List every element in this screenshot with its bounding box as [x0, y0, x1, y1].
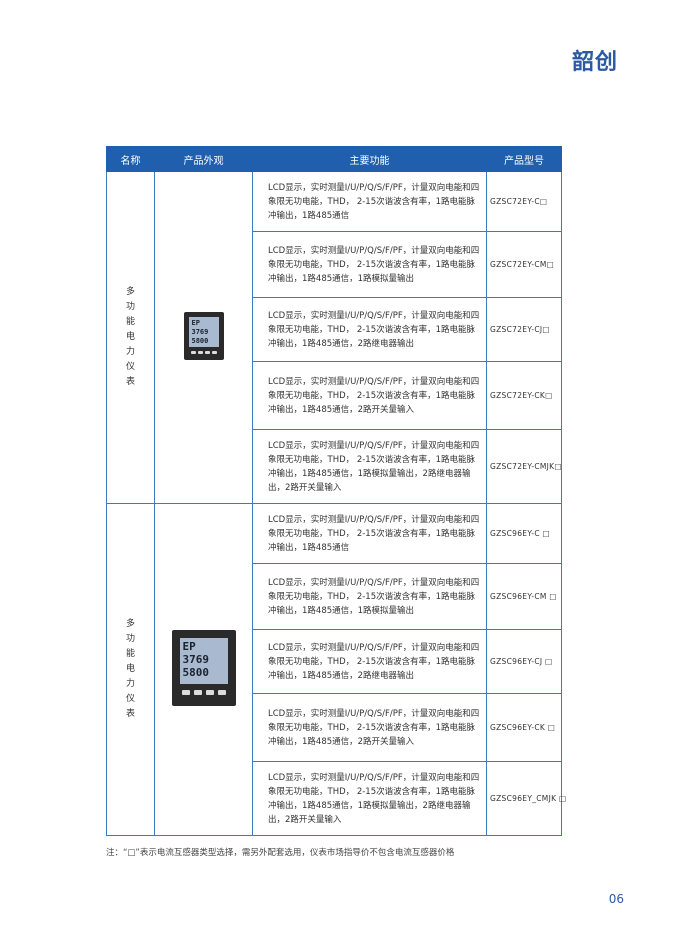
model-cell: GZSC96EY-C □ [486, 503, 562, 564]
product-name-char: 多 [125, 287, 135, 297]
brand-logo-text: 韶创 [571, 50, 618, 75]
table-row: LCD显示，实时测量I/U/P/Q/S/F/PF，计量双向电能和四象限无功电能，… [107, 297, 562, 362]
header-name: 名称 [106, 146, 155, 172]
model-cell: GZSC96EY_CMJK □ [486, 761, 566, 836]
product-name-cell: 多功能电力仪表 [106, 171, 155, 504]
function-cell: LCD显示，实时测量I/U/P/Q/S/F/PF，计量双向电能和四象限无功电能，… [252, 761, 487, 836]
lcd-reading: 5800 [191, 337, 209, 345]
model-cell: GZSC72EY-CM□ [486, 231, 562, 298]
page-number: 06 [608, 892, 624, 906]
model-cell: GZSC72EY-CMJK□ [486, 429, 562, 504]
product-name-char: 能 [125, 649, 135, 659]
model-cell: GZSC72EY-CK□ [486, 361, 562, 430]
footnote: 注：“□”表示电流互感器类型选择，需另外配套选用，仪表市场指导价不包含电流互感器… [106, 848, 455, 858]
product-name-char: 表 [125, 377, 135, 387]
meter-button [204, 351, 210, 354]
function-cell: LCD显示，实时测量I/U/P/Q/S/F/PF，计量双向电能和四象限无功电能，… [252, 693, 487, 762]
product-name-char: 多 [125, 619, 135, 629]
model-cell: GZSC96EY-CJ □ [486, 629, 562, 694]
model-cell: GZSC96EY-CK □ [486, 693, 562, 762]
meter-button [197, 351, 203, 354]
meter-button [217, 690, 226, 695]
function-cell: LCD显示，实时测量I/U/P/Q/S/F/PF，计量双向电能和四象限无功电能，… [252, 563, 487, 630]
header-function: 主要功能 [252, 146, 487, 172]
lcd-reading: EP [182, 640, 196, 653]
table-row: LCD显示，实时测量I/U/P/Q/S/F/PF，计量双向电能和四象限无功电能，… [107, 563, 562, 630]
table-row: LCD显示，实时测量I/U/P/Q/S/F/PF，计量双向电能和四象限无功电能，… [107, 231, 562, 298]
table-row: LCD显示，实时测量I/U/P/Q/S/F/PF，计量双向电能和四象限无功电能，… [107, 629, 562, 694]
model-cell: GZSC72EY-C□ [486, 171, 562, 232]
function-cell: LCD显示，实时测量I/U/P/Q/S/F/PF，计量双向电能和四象限无功电能，… [252, 231, 487, 298]
product-name-char: 表 [125, 709, 135, 719]
product-name-char: 仪 [125, 362, 135, 372]
product-name-char: 力 [125, 347, 135, 357]
function-cell: LCD显示，实时测量I/U/P/Q/S/F/PF，计量双向电能和四象限无功电能，… [252, 297, 487, 362]
lcd-reading: 3769 [182, 653, 210, 666]
table-header-row: 名称 产品外观 主要功能 产品型号 [106, 146, 562, 172]
product-name-char: 仪 [125, 694, 135, 704]
meter-button [205, 690, 214, 695]
function-cell: LCD显示，实时测量I/U/P/Q/S/F/PF，计量双向电能和四象限无功电能，… [252, 361, 487, 430]
meter-button [211, 351, 217, 354]
function-cell: LCD显示，实时测量I/U/P/Q/S/F/PF，计量双向电能和四象限无功电能，… [252, 629, 487, 694]
function-cell: LCD显示，实时测量I/U/P/Q/S/F/PF，计量双向电能和四象限无功电能，… [252, 171, 487, 232]
product-name-char: 电 [125, 664, 135, 674]
lcd-reading: EP [191, 319, 200, 327]
product-name-cell: 多功能电力仪表 [106, 503, 155, 836]
product-name-char: 能 [125, 317, 135, 327]
product-name-char: 功 [125, 302, 135, 312]
function-cell: LCD显示，实时测量I/U/P/Q/S/F/PF，计量双向电能和四象限无功电能，… [252, 429, 487, 504]
product-name-char: 力 [125, 679, 135, 689]
header-model: 产品型号 [486, 146, 562, 172]
function-cell: LCD显示，实时测量I/U/P/Q/S/F/PF，计量双向电能和四象限无功电能，… [252, 503, 487, 564]
meter-button [193, 690, 202, 695]
product-name-char: 电 [125, 332, 135, 342]
product-name-char: 功 [125, 634, 135, 644]
lcd-reading: 3769 [191, 328, 209, 336]
lcd-reading: 5800 [182, 666, 210, 679]
table-row: LCD显示，实时测量I/U/P/Q/S/F/PF，计量双向电能和四象限无功电能，… [107, 693, 562, 762]
table-row: LCD显示，实时测量I/U/P/Q/S/F/PF，计量双向电能和四象限无功电能，… [107, 429, 562, 504]
model-cell: GZSC96EY-CM □ [486, 563, 562, 630]
meter-button [190, 351, 196, 354]
table-row: LCD显示，实时测量I/U/P/Q/S/F/PF，计量双向电能和四象限无功电能，… [107, 761, 566, 836]
header-appearance: 产品外观 [154, 146, 253, 172]
model-cell: GZSC72EY-CJ□ [486, 297, 562, 362]
meter-button [181, 690, 190, 695]
table-row: LCD显示，实时测量I/U/P/Q/S/F/PF，计量双向电能和四象限无功电能，… [107, 361, 562, 430]
